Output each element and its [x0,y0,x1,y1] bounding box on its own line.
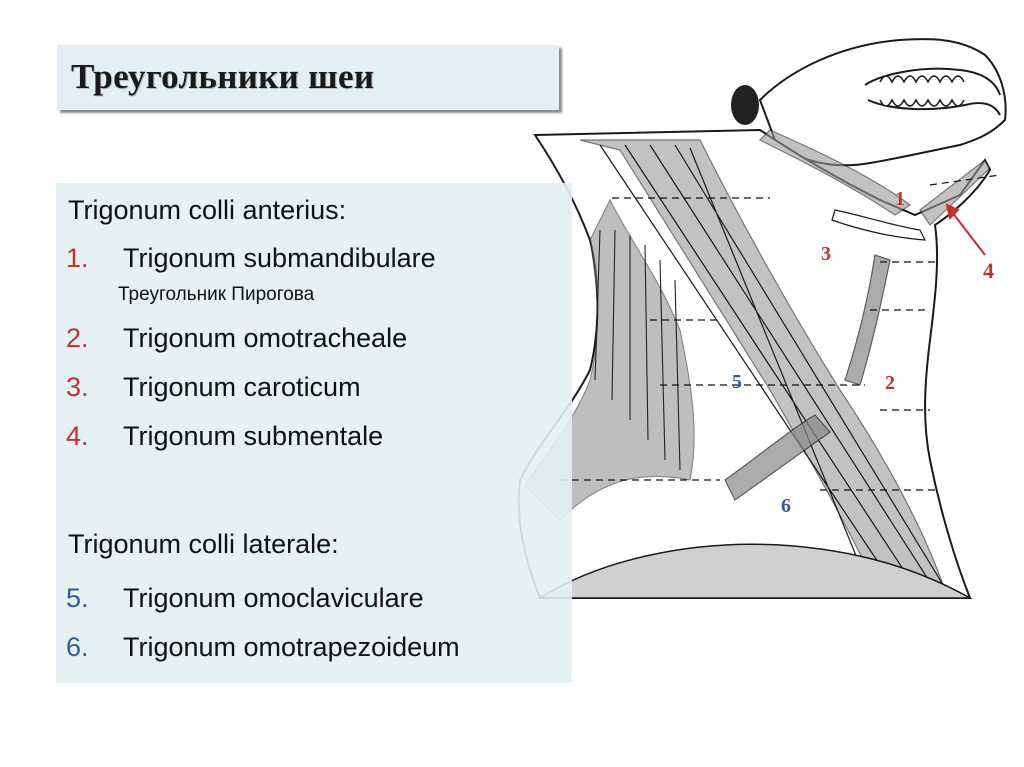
list-number-1: 1. [66,243,89,273]
figure-label-3: 3 [821,243,831,265]
list-item-1: 1. Trigonum submandibulare [66,243,436,274]
list-item-2: 2. Trigonum omotracheale [66,323,407,354]
pirogov-subtitle: Треугольник Пирогова [118,284,315,305]
list-item-6: 6. Trigonum omotrapezoideum [66,632,460,663]
figure-label-2: 2 [885,372,895,394]
triangles-list-panel: Trigonum colli anterius: 1. Trigonum subm… [56,183,572,683]
anterior-heading: Trigonum colli anterius: [68,195,347,225]
list-number-5: 5. [66,583,89,613]
list-number-3: 3. [66,372,89,402]
clavicle-area [537,543,973,599]
slide-title: Треугольники шеи [71,57,375,96]
list-item-3: 3. Trigonum caroticum [66,372,361,403]
figure-label-5: 5 [732,371,742,393]
list-text-2: Trigonum omotracheale [123,323,408,353]
list-text-1: Trigonum submandibulare [123,243,436,273]
omohyoid-muscle [724,254,891,501]
list-number-6: 6. [66,632,89,662]
list-text-4: Trigonum submentale [123,421,384,451]
list-text-5: Trigonum omoclaviculare [123,583,424,613]
figure-label-1: 1 [895,188,905,210]
list-text-6: Trigonum omotrapezoideum [123,632,460,662]
digastric-hyoid [758,129,991,241]
neck-triangles-illustration: 1 3 4 5 2 6 [517,38,1007,599]
mastoid-process [731,85,759,125]
figure-label-6: 6 [781,495,791,517]
figure-label-4: 4 [983,258,994,283]
list-number-2: 2. [66,323,89,353]
teeth [879,75,965,107]
guide-lines [560,174,1001,491]
arrow-label-4 [945,203,986,256]
list-text-3: Trigonum caroticum [123,372,361,402]
lateral-heading: Trigonum colli laterale: [68,529,339,559]
list-item-5: 5. Trigonum omoclaviculare [66,583,424,614]
list-item-4: 4. Trigonum submentale [66,421,383,452]
list-number-4: 4. [66,421,89,451]
title-box: Треугольники шеи [57,45,559,110]
